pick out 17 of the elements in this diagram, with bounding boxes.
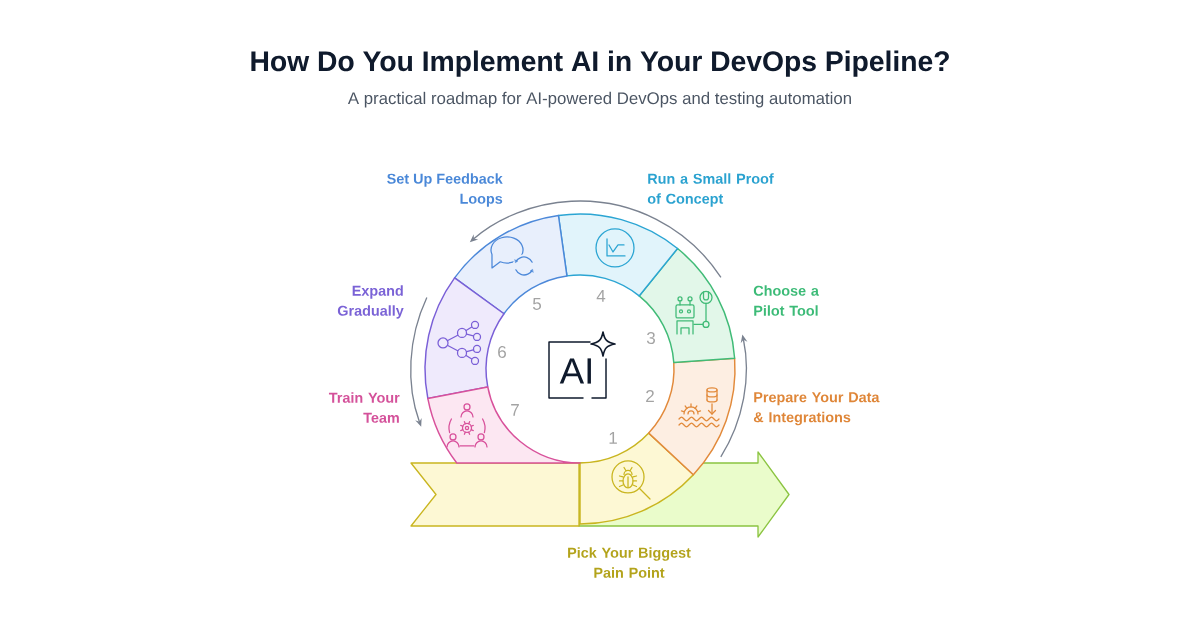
step-label: Choose a Pilot Tool bbox=[753, 285, 819, 316]
step-label: Set Up Feedback Loops bbox=[387, 173, 503, 207]
step-label: Pick Your Biggest Pain Point bbox=[568, 547, 691, 578]
step-number: 3 bbox=[646, 331, 655, 345]
step-label: Run a Small Proof of Concept bbox=[647, 173, 774, 207]
step-number: 5 bbox=[532, 298, 542, 310]
step-label: Expand Gradually bbox=[337, 285, 404, 319]
step-number: 7 bbox=[511, 404, 519, 416]
step-number: 1 bbox=[609, 432, 617, 444]
step-number: 4 bbox=[596, 290, 606, 302]
step-label: Prepare Your Data & Integrations bbox=[753, 392, 880, 426]
step-number: 2 bbox=[646, 390, 654, 402]
step-number: 6 bbox=[498, 345, 506, 359]
title: How Do You Implement AI in Your DevOps Pipeline? bbox=[251, 50, 949, 77]
step-label: Train Your Team bbox=[328, 392, 400, 423]
subtitle: A practical roadmap for AI-powered DevOps and testing automation bbox=[347, 91, 851, 108]
ai-badge: AI bbox=[548, 341, 607, 399]
